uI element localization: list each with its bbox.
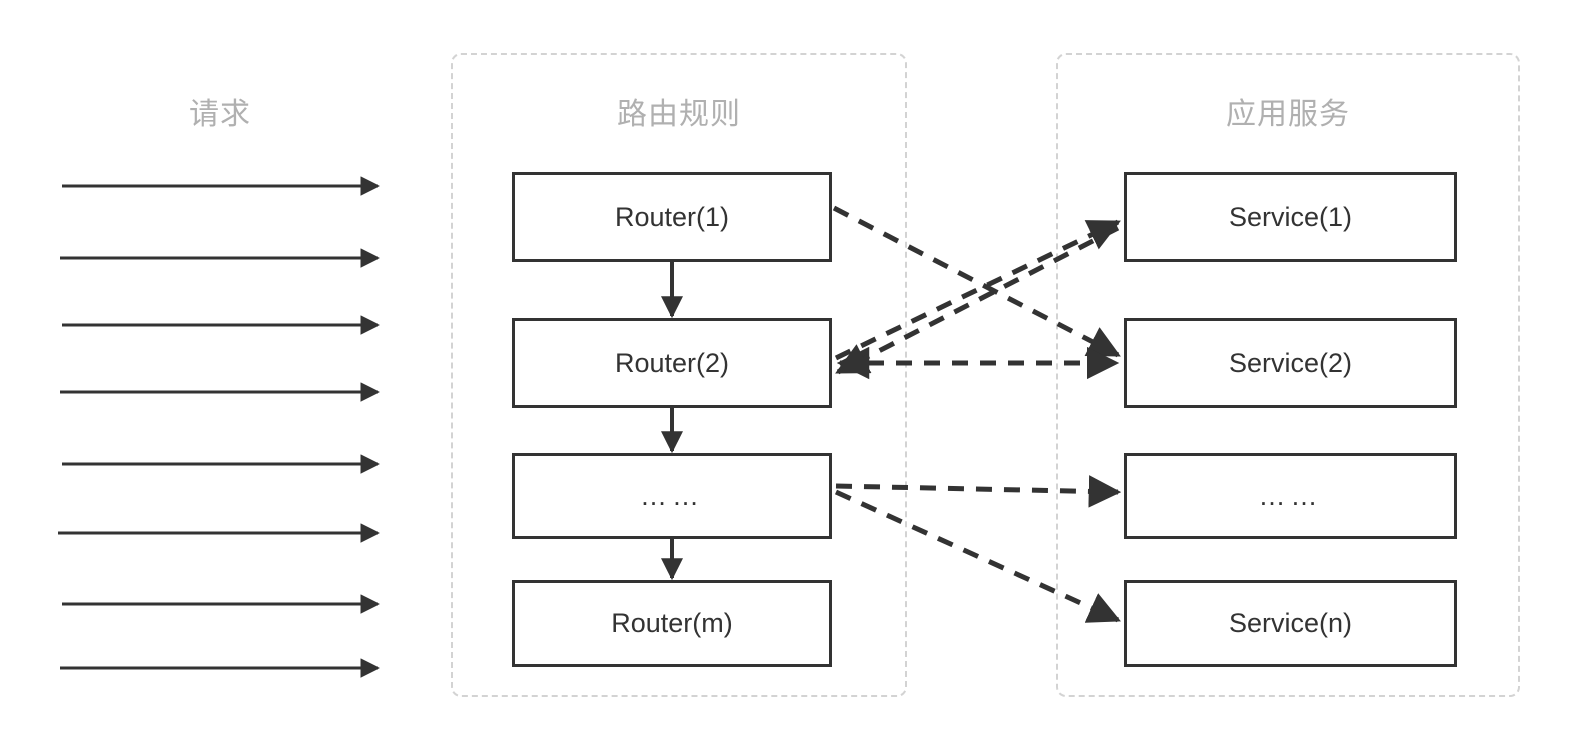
node-service-n-label: Service(n) (1228, 608, 1353, 638)
node-router-m[interactable]: Router(m) (512, 580, 832, 667)
node-service-ellipsis[interactable]: …… (1124, 453, 1457, 539)
node-router-m-label: Router(m) (611, 608, 733, 638)
node-service-n[interactable]: Service(n) (1124, 580, 1457, 667)
node-router-ellipsis[interactable]: …… (512, 453, 832, 539)
section-title-application-services: 应用服务 (1226, 98, 1350, 131)
node-service-1-label: Service(1) (1228, 201, 1353, 232)
node-router-2[interactable]: Router(2) (512, 318, 832, 408)
node-router-ellipsis-label: …… (640, 480, 704, 511)
section-title-request: 请求 (189, 98, 251, 131)
node-router-2-label: Router(2) (614, 347, 730, 378)
node-router-1[interactable]: Router(1) (512, 172, 832, 262)
node-service-1[interactable]: Service(1) (1124, 172, 1457, 262)
node-service-2[interactable]: Service(2) (1124, 318, 1457, 408)
node-service-ellipsis-label: …… (1258, 480, 1323, 511)
node-router-1-label: Router(1) (614, 201, 730, 232)
node-service-2-label: Service(2) (1228, 347, 1353, 378)
request-arrow-group (58, 176, 380, 678)
section-title-routing-rules: 路由规则 (617, 98, 741, 131)
